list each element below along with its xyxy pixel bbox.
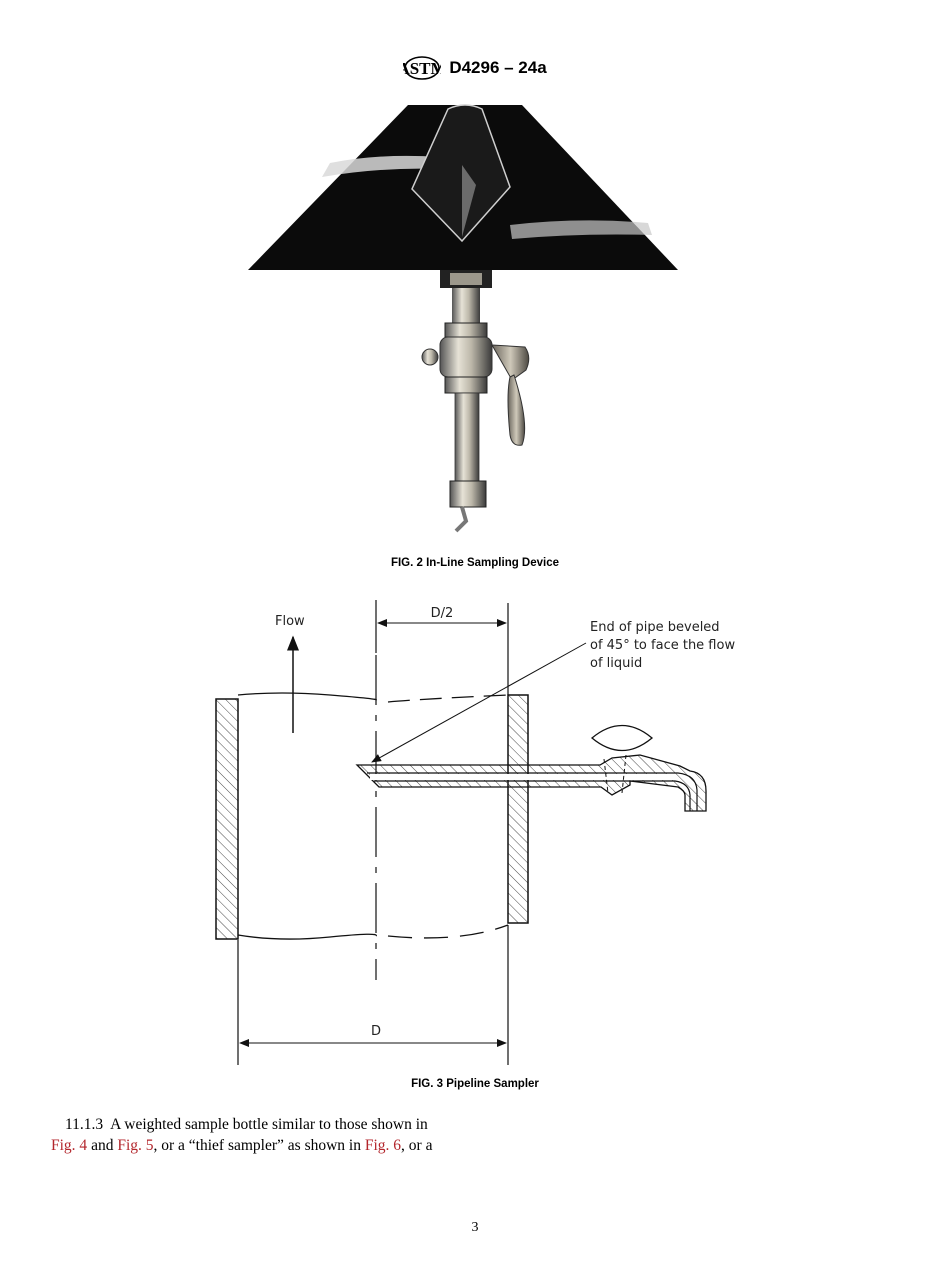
pipeline-sampler-diagram: Flow D/2 End of pipe beveled of 45° to f…: [200, 595, 760, 1075]
svg-text:ASTM: ASTM: [403, 59, 441, 78]
paragraph-text: , or a: [401, 1137, 433, 1154]
bevel-annotation-line2: of 45° to face the flow: [590, 638, 735, 653]
paragraph-text: , or a “thief sampler” as shown in: [153, 1137, 365, 1154]
figure-3-caption: FIG. 3 Pipeline Sampler: [411, 1078, 539, 1090]
paragraph-text: and: [87, 1137, 118, 1154]
bevel-annotation-line1: End of pipe beveled: [590, 620, 720, 635]
page-number: 3: [471, 1220, 479, 1235]
link-fig-5[interactable]: Fig. 5: [117, 1137, 154, 1154]
paragraph-11-1-3: 11.1.3 A weighted sample bottle similar …: [51, 1114, 461, 1156]
document-header: ASTM D4296 – 24a: [0, 52, 950, 84]
link-fig-4[interactable]: Fig. 4: [51, 1137, 88, 1154]
paragraph-text: A weighted sample bottle similar to thos…: [110, 1116, 428, 1133]
paragraph-number: 11.1.3: [65, 1116, 104, 1133]
in-line-sampling-device-photo: [240, 95, 690, 545]
astm-logo-icon: ASTM: [403, 56, 441, 80]
diameter-label: D: [371, 1024, 381, 1039]
figure-2-caption: FIG. 2 In-Line Sampling Device: [390, 557, 560, 569]
half-diameter-label: D/2: [431, 606, 454, 621]
standard-code: D4296 – 24a: [449, 58, 547, 77]
flow-label: Flow: [275, 614, 305, 629]
bevel-annotation-line3: of liquid: [590, 656, 642, 671]
link-fig-6[interactable]: Fig. 6: [364, 1137, 402, 1154]
